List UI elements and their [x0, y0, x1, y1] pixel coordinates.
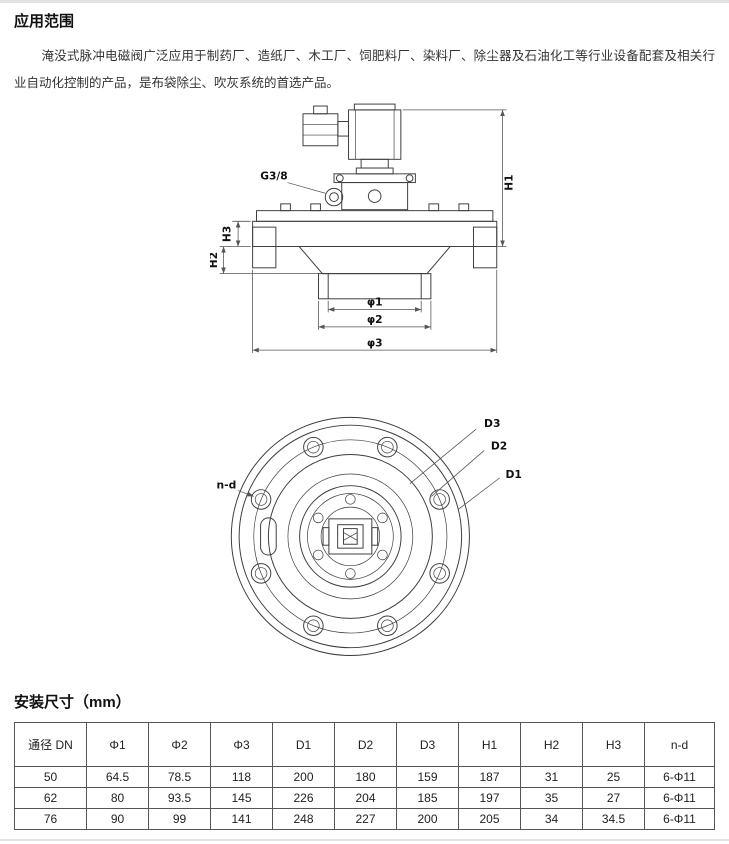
table-cell: 6-Φ11 [644, 787, 715, 809]
table-cell: 118 [210, 766, 273, 788]
col-header-phi3: Φ3 [210, 722, 273, 767]
side-view-drawing: G3/8 φ1 φ2 φ3 [14, 101, 715, 392]
side-slot [259, 517, 277, 556]
dim-label-h3: H3 [220, 226, 233, 242]
table-cell: 187 [458, 766, 521, 788]
col-header-dn: 通径 DN [14, 722, 87, 767]
table-cell: 200 [272, 766, 335, 788]
col-header-nd: n-d [644, 722, 715, 767]
dimensions-table: 通径 DN Φ1 Φ2 Φ3 D1 D2 D3 H1 H2 H3 n-d 50 … [14, 722, 715, 830]
flange-rings [230, 416, 470, 656]
armature-stem [355, 158, 394, 175]
d2-callout: D2 [430, 440, 507, 497]
dim-label-phi2: φ2 [366, 313, 382, 326]
dim-phi2: φ2 [317, 300, 431, 330]
table-cell: 31 [520, 766, 583, 788]
d2-label: D2 [490, 440, 506, 453]
col-header-h2: H2 [520, 722, 583, 767]
table-cell: 93.5 [148, 787, 211, 809]
page-title: 应用范围 [14, 13, 75, 30]
table-cell: 205 [458, 808, 521, 830]
bolt-holes [250, 436, 450, 636]
dimensions-title: 安装尺寸（mm） [14, 694, 131, 711]
d3-callout: D3 [409, 417, 500, 485]
table-cell: 78.5 [148, 766, 211, 788]
top-view-svg: n-d D3 D2 D1 [216, 416, 521, 656]
valve-side-linework [251, 103, 497, 300]
table-cell: 34 [520, 808, 583, 830]
table-cell: 204 [334, 787, 397, 809]
solenoid-coil [347, 103, 401, 160]
top-view-drawing: n-d D3 D2 D1 [14, 392, 715, 675]
coil-connector [302, 105, 349, 147]
table-row: 76 90 99 141 248 227 200 205 34 34.5 6-Φ… [14, 808, 715, 830]
dim-label-phi3: φ3 [366, 336, 382, 349]
table-cell: 226 [272, 787, 335, 809]
table-cell: 141 [210, 808, 273, 830]
pilot-valve-body [324, 173, 416, 211]
table-cell: 6-Φ11 [644, 766, 715, 788]
d3-label: D3 [484, 417, 500, 430]
table-row: 50 64.5 78.5 118 200 180 159 187 31 25 6… [14, 766, 715, 788]
dim-label-phi1: φ1 [366, 296, 382, 309]
intro-paragraph: 淹没式脉冲电磁阀广泛应用于制药厂、造纸厂、木工厂、饲肥料厂、染料厂、除尘器及石油… [14, 49, 715, 90]
table-cell: 185 [396, 787, 459, 809]
dim-h3: H3 [220, 220, 251, 247]
dim-label-h1: H1 [502, 174, 515, 190]
table-cell: 180 [334, 766, 397, 788]
cover-plate [255, 203, 493, 222]
side-view-svg: G3/8 φ1 φ2 φ3 [210, 103, 515, 354]
table-cell: 25 [582, 766, 645, 788]
col-header-h3: H3 [582, 722, 645, 767]
table-cell: 197 [458, 787, 521, 809]
table-cell: 80 [86, 787, 149, 809]
d1-label: D1 [505, 468, 521, 481]
table-cell: 62 [14, 787, 87, 809]
table-cell: 35 [520, 787, 583, 809]
table-cell: 248 [272, 808, 335, 830]
col-header-phi2: Φ2 [148, 722, 211, 767]
dim-label-h2: H2 [210, 252, 220, 268]
table-cell: 34.5 [582, 808, 645, 830]
table-cell: 159 [396, 766, 459, 788]
table-row: 62 80 93.5 145 226 204 185 197 35 27 6-Φ… [14, 787, 715, 809]
valve-outlet [297, 246, 451, 300]
valve-top-linework [230, 416, 470, 656]
table-cell: 50 [14, 766, 87, 788]
table-cell: 90 [86, 808, 149, 830]
main-flange [251, 220, 497, 269]
dim-h2: H2 [210, 246, 320, 275]
table-cell: 27 [582, 787, 645, 809]
col-header-phi1: Φ1 [86, 722, 149, 767]
dim-phi1: φ1 [327, 296, 422, 313]
table-header-row: 通径 DN Φ1 Φ2 Φ3 D1 D2 D3 H1 H2 H3 n-d [14, 722, 715, 767]
col-header-d3: D3 [396, 722, 459, 767]
nd-label: n-d [216, 479, 236, 492]
nd-callout: n-d [216, 479, 254, 497]
table-cell: 6-Φ11 [644, 808, 715, 830]
table-cell: 200 [396, 808, 459, 830]
table-cell: 64.5 [86, 766, 149, 788]
col-header-h1: H1 [458, 722, 521, 767]
table-cell: 99 [148, 808, 211, 830]
col-header-d2: D2 [334, 722, 397, 767]
col-header-d1: D1 [272, 722, 335, 767]
center-mechanism [312, 494, 388, 579]
dim-phi3: φ3 [251, 269, 497, 354]
port-callout: G3/8 [260, 170, 325, 194]
dim-h1: H1 [402, 109, 515, 247]
table-cell: 227 [334, 808, 397, 830]
port-label: G3/8 [260, 170, 287, 183]
table-cell: 76 [14, 808, 87, 830]
d1-callout: D1 [457, 468, 521, 510]
table-cell: 145 [210, 787, 273, 809]
